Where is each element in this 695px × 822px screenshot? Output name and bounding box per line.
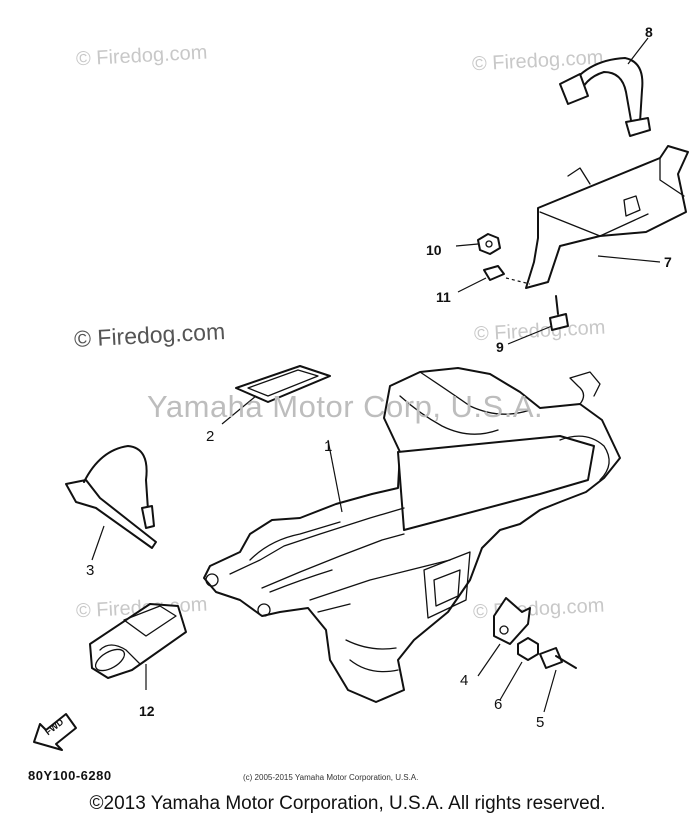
part-1-hull	[203, 367, 621, 703]
callout-9: 9	[496, 339, 504, 355]
part-3-cord	[65, 445, 157, 561]
callout-5: 5	[536, 714, 545, 731]
callout-6: 6	[494, 696, 503, 713]
callout-8: 8	[645, 24, 653, 40]
callout-11: 11	[436, 289, 451, 305]
diagram-code: 80Y100-6280	[28, 768, 112, 783]
part-9-bolt	[507, 295, 569, 345]
callout-7: 7	[664, 254, 672, 270]
part-12-cover	[89, 603, 187, 690]
callout-12: 12	[139, 703, 155, 719]
callout-4: 4	[460, 672, 469, 689]
footer-copyright: ©2013 Yamaha Motor Corporation, U.S.A. A…	[89, 793, 606, 814]
part-10-nut	[455, 233, 501, 255]
callout-3: 3	[86, 562, 95, 579]
small-copyright: (c) 2005-2015 Yamaha Motor Corporation, …	[243, 773, 419, 782]
fwd-arrow	[33, 713, 77, 751]
part-7-bracket	[525, 145, 689, 289]
callout-1: 1	[324, 438, 333, 455]
part-5-bolt	[539, 647, 577, 713]
callout-10: 10	[426, 242, 442, 258]
part-11-grommet	[457, 265, 531, 293]
part-4-lever	[477, 597, 531, 677]
watermark-center: Yamaha Motor Corp, U.S.A.	[147, 389, 544, 424]
callout-2: 2	[206, 428, 215, 445]
part-6-nut	[499, 637, 539, 701]
part-8-strap	[559, 37, 651, 137]
part-2-pad	[221, 365, 331, 425]
